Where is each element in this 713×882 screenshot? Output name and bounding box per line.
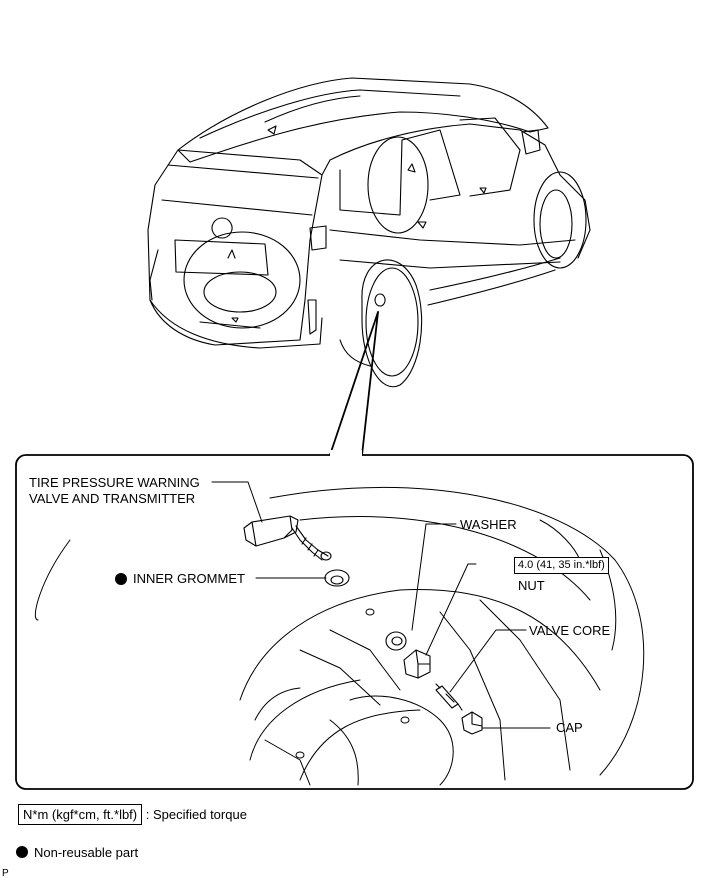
torque-units-box: N*m (kgf*cm, ft.*lbf)	[18, 804, 143, 825]
washer-label: WASHER	[460, 517, 517, 532]
label-leaders	[211, 481, 551, 729]
nonreusable-marker-grommet	[115, 573, 127, 585]
valve-core	[435, 683, 463, 711]
tpms-transmitter	[243, 515, 332, 561]
nonreusable-legend-marker	[16, 846, 28, 858]
valve-core-label: VALVE CORE	[529, 623, 611, 638]
nut-torque-box: 4.0 (41, 35 in.*lbf)	[514, 557, 609, 574]
tpms-label-line1: TIRE PRESSURE WARNING	[29, 475, 200, 490]
callout-leaders	[329, 311, 379, 456]
vehicle-drawing	[147, 77, 591, 388]
cap-label: CAP	[556, 720, 583, 735]
nonreusable-legend-desc: Non-reusable part	[34, 845, 139, 860]
washer	[385, 631, 407, 651]
torque-legend-desc: : Specified torque	[145, 807, 247, 822]
inner-grommet-label: INNER GROMMET	[133, 571, 245, 586]
torque-legend: N*m (kgf*cm, ft.*lbf) : Specified torque	[18, 804, 247, 825]
inner-grommet	[324, 569, 350, 587]
cap	[461, 711, 483, 735]
corner-mark: P	[2, 868, 9, 879]
nut-label: NUT	[518, 578, 545, 593]
tpms-label-line2: VALVE AND TRANSMITTER	[29, 491, 196, 506]
nut	[403, 649, 431, 679]
wheel-drawing	[34, 486, 645, 786]
